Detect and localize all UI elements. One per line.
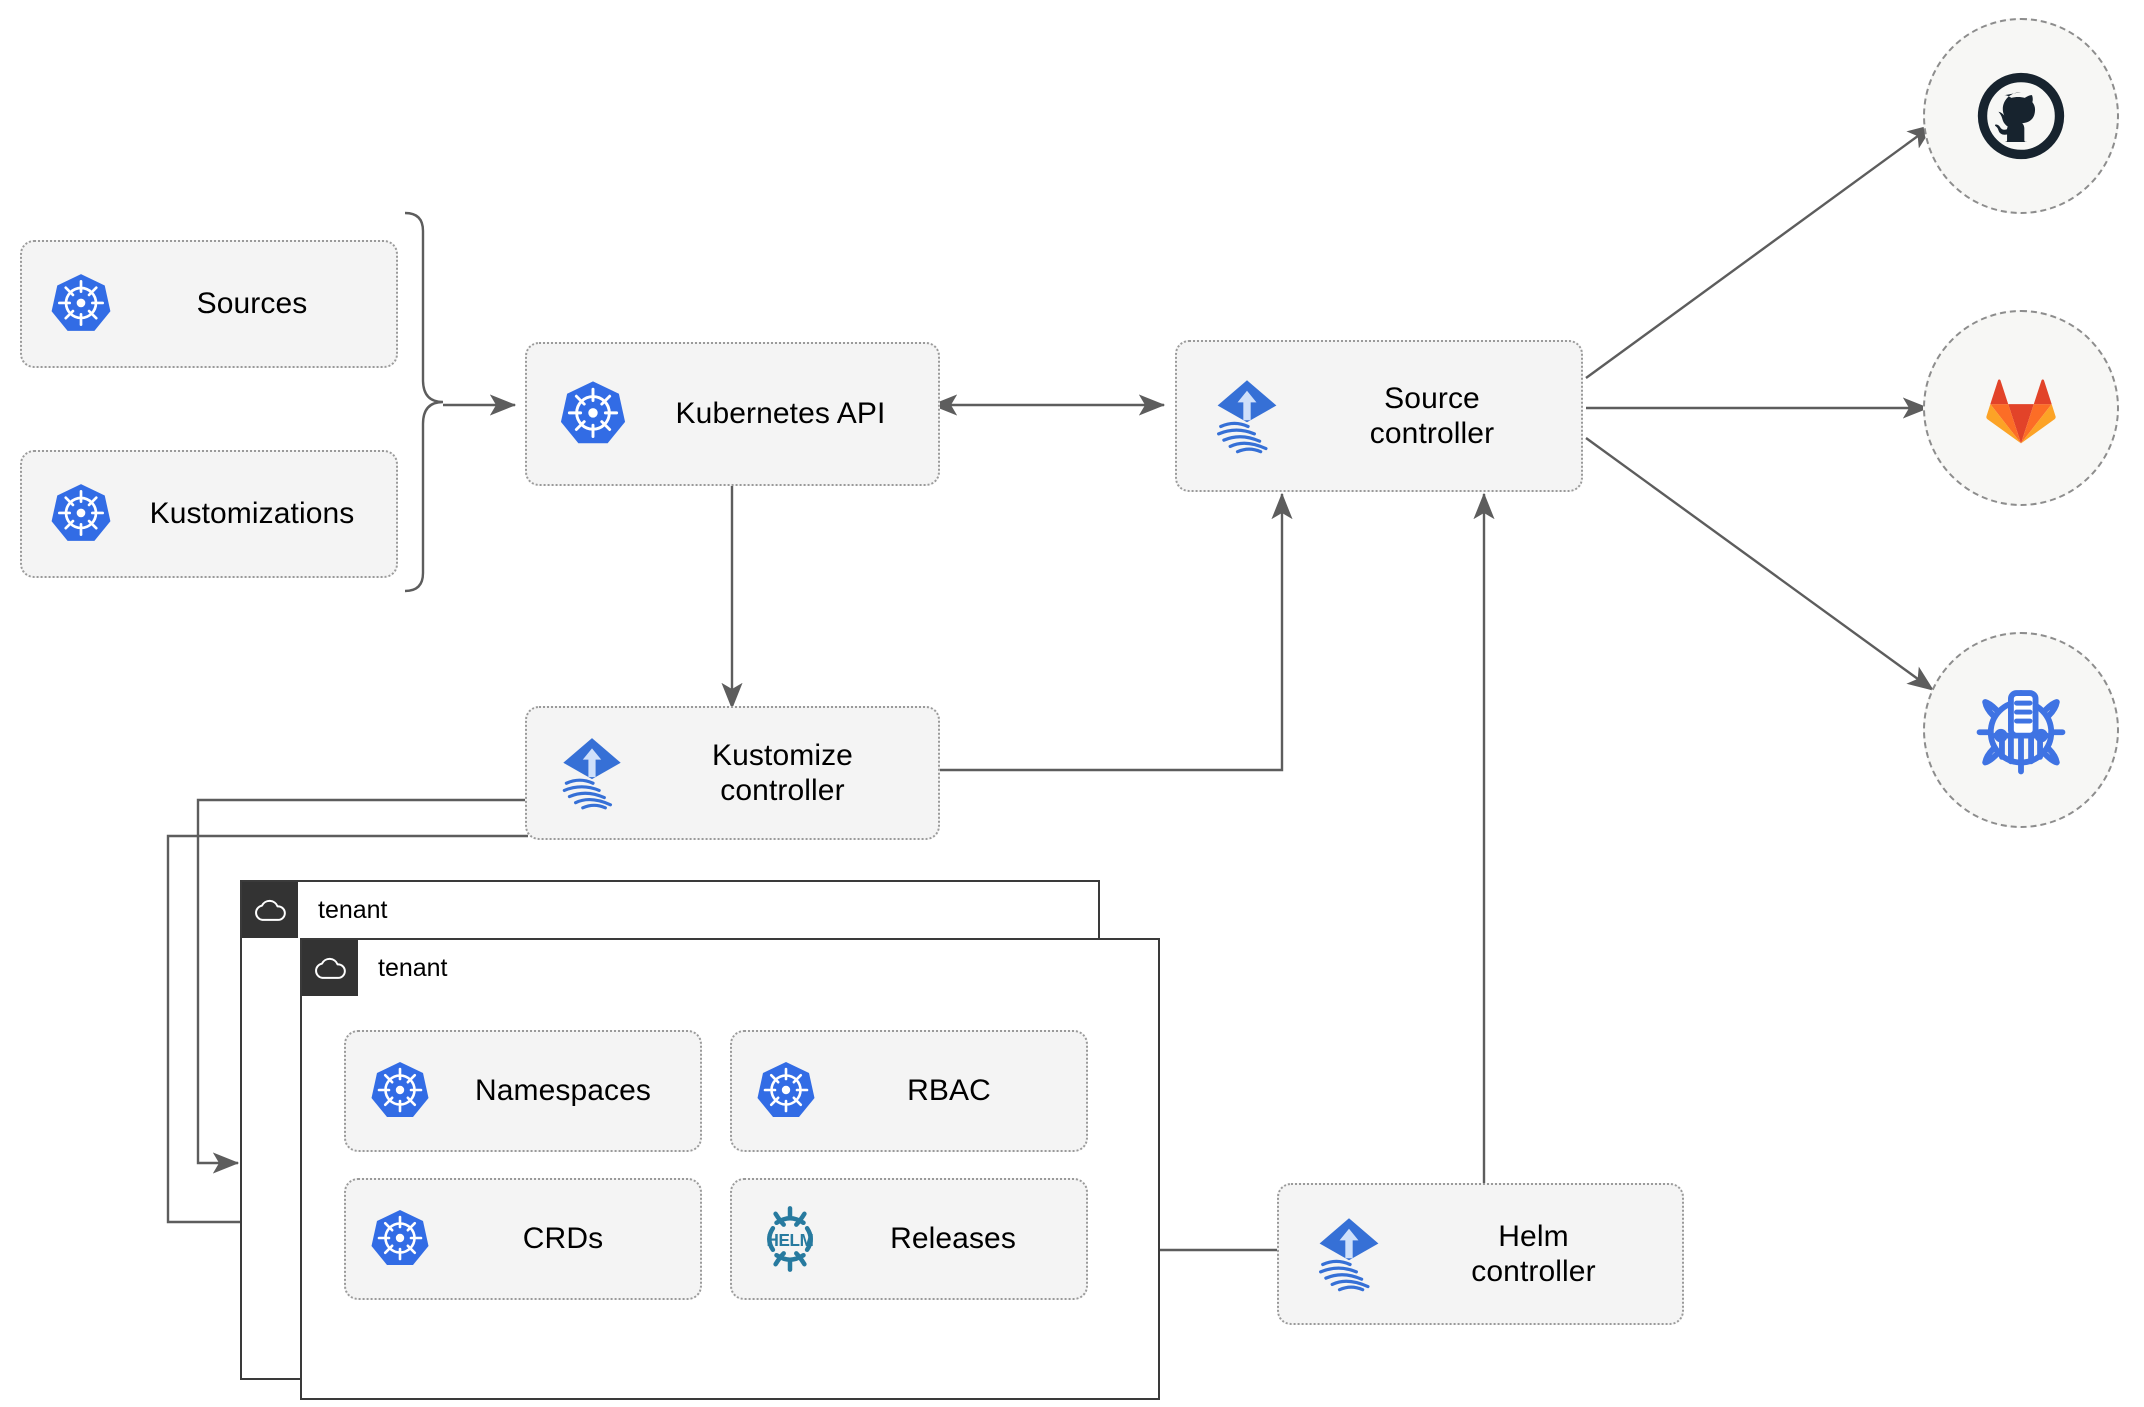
- gitlab-icon: [1986, 379, 2056, 444]
- resource-releases[interactable]: HELM Releases: [730, 1178, 1088, 1300]
- flux-icon: [551, 732, 633, 814]
- resource-rbac-label: RBAC: [907, 1074, 991, 1108]
- flux-icon: [1205, 374, 1289, 458]
- resource-rbac[interactable]: RBAC: [730, 1030, 1088, 1152]
- resource-crds[interactable]: CRDs: [344, 1178, 702, 1300]
- node-kustomize-controller-label: Kustomize controller: [712, 738, 853, 807]
- endpoint-helm-repository[interactable]: [1923, 632, 2119, 828]
- node-helm-controller-label: Helm controller: [1471, 1219, 1596, 1288]
- node-kustomize-controller[interactable]: Kustomize controller: [525, 706, 940, 840]
- helm-icon: HELM: [754, 1203, 826, 1275]
- node-helm-controller[interactable]: Helm controller: [1277, 1183, 1684, 1325]
- conn-kustomize-to-source: [940, 492, 1293, 772]
- conn-source-to-helmrepo: [1585, 437, 1934, 691]
- kubernetes-icon: [48, 481, 114, 547]
- resource-namespaces[interactable]: Namespaces: [344, 1030, 702, 1152]
- kubernetes-icon: [368, 1059, 432, 1123]
- helm-repository-icon: [1976, 690, 2066, 775]
- flux-icon: [1307, 1212, 1391, 1296]
- node-kustomizations-label: Kustomizations: [149, 497, 355, 531]
- node-kustomizations[interactable]: Kustomizations: [20, 450, 398, 578]
- tenant-2-titlebar: tenant: [302, 940, 448, 996]
- node-source-controller[interactable]: Source controller: [1175, 340, 1583, 492]
- kubernetes-icon: [754, 1059, 818, 1123]
- tenant-2-label: tenant: [378, 953, 448, 982]
- tenant-container-2[interactable]: tenant Namespaces: [300, 938, 1160, 1400]
- node-kubernetes-api[interactable]: Kubernetes API: [525, 342, 940, 486]
- tenant-1-titlebar: tenant: [242, 882, 388, 938]
- kubernetes-icon: [368, 1207, 432, 1271]
- kubernetes-icon: [48, 271, 114, 337]
- endpoint-gitlab[interactable]: [1923, 310, 2119, 506]
- tenant-1-label: tenant: [318, 895, 388, 924]
- node-sources[interactable]: Sources: [20, 240, 398, 368]
- cloud-icon: [242, 882, 298, 938]
- node-kubernetes-api-label: Kubernetes API: [675, 397, 886, 431]
- resource-namespaces-label: Namespaces: [474, 1074, 652, 1108]
- node-sources-label: Sources: [196, 287, 308, 321]
- resource-crds-label: CRDs: [522, 1222, 604, 1256]
- conn-source-to-github: [1585, 124, 1934, 379]
- endpoint-github[interactable]: [1923, 18, 2119, 214]
- helm-wordmark: HELM: [767, 1231, 814, 1250]
- kubernetes-icon: [557, 378, 629, 450]
- cloud-icon: [302, 940, 358, 996]
- node-source-controller-label: Source controller: [1369, 381, 1495, 450]
- github-icon: [1977, 72, 2065, 160]
- group-brace: [404, 211, 444, 593]
- resource-releases-label: Releases: [890, 1222, 1016, 1256]
